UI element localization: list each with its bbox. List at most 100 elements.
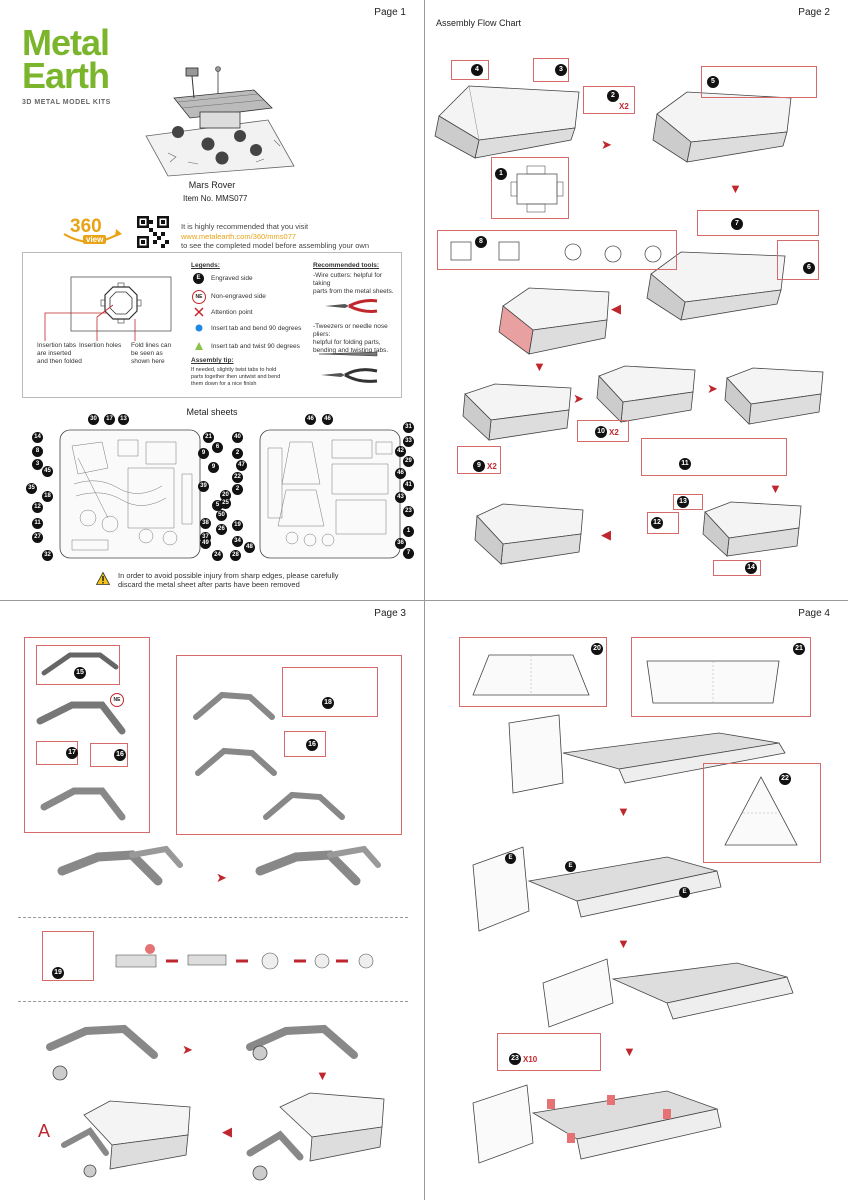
blue-dot-icon xyxy=(195,324,203,332)
step-2-multiplier: X2 xyxy=(619,102,629,111)
flow-arrow-down: ▼ xyxy=(617,804,630,819)
arm-joined xyxy=(255,845,381,886)
page-number: Page 4 xyxy=(798,608,830,619)
part-number: 46 xyxy=(322,414,333,425)
view-360-number: 360 xyxy=(70,216,102,237)
tab-diagram xyxy=(70,276,172,332)
chassis-step-c xyxy=(542,958,794,1028)
step-10-box xyxy=(577,420,629,442)
qr-code[interactable] xyxy=(137,216,169,248)
green-triangle-icon xyxy=(195,342,203,350)
body-frame-step-b xyxy=(652,91,792,163)
page-1: Page 1 Metal Earth 3D METAL MODEL KITS M… xyxy=(0,0,424,600)
step-23-box xyxy=(497,1033,601,1071)
part-number: 46 xyxy=(395,468,406,479)
body-frame-step-g xyxy=(724,367,824,425)
flow-arrow-down: ▼ xyxy=(623,1044,636,1059)
part-number: 41 xyxy=(403,480,414,491)
part-number: 48 xyxy=(244,542,255,553)
step-23-multiplier: X10 xyxy=(523,1055,538,1064)
part-number: 50 xyxy=(216,510,227,521)
assembly-tip-line: parts together then untwist and bend xyxy=(191,374,281,380)
arm-assembly xyxy=(36,701,126,735)
step-11-box xyxy=(641,438,787,476)
page-3: Page 3 15 NE 17 16 18 16 ➤ 19 xyxy=(0,600,424,1200)
view-360-word: view xyxy=(83,235,107,244)
part-number: 35 xyxy=(26,483,37,494)
item-number-label: Item No. xyxy=(183,194,214,203)
arm-assembly xyxy=(263,791,345,820)
part-number: 13 xyxy=(118,414,129,425)
step-number: 19 xyxy=(52,967,64,979)
website-link[interactable]: www.metalearth.com/360/mms077 xyxy=(181,231,297,241)
step-1-box xyxy=(491,157,569,219)
step-number: 12 xyxy=(651,517,663,529)
brand-logo: Metal Earth xyxy=(22,25,110,94)
arm-joined xyxy=(57,845,183,886)
attention-point-icon xyxy=(194,307,204,317)
arm-assembly xyxy=(193,691,275,720)
step-number: 7 xyxy=(731,218,743,230)
tweezers-text: -Tweezers or needle nose pliers: helpful… xyxy=(313,323,401,355)
non-engraved-side-label: Non-engraved side xyxy=(211,293,266,300)
flow-arrow-right: ➤ xyxy=(573,391,584,406)
flow-arrow-right: ➤ xyxy=(216,870,227,885)
metal-sheet-2 xyxy=(259,429,401,559)
flow-arrow-down: ▼ xyxy=(769,481,782,496)
warning-icon xyxy=(95,571,111,585)
step-number: 2 xyxy=(607,90,619,102)
step-22-box xyxy=(703,763,821,863)
step-number: 13 xyxy=(677,496,689,508)
step-5-box xyxy=(701,66,817,98)
tools-title: Recommended tools: xyxy=(313,262,380,269)
part-number: 22 xyxy=(232,472,243,483)
flow-arrow-down: ▼ xyxy=(533,359,546,374)
part-number: 43 xyxy=(395,492,406,503)
part-number: 29 xyxy=(403,456,414,467)
step-4-box xyxy=(451,60,489,80)
panel-20 xyxy=(472,654,590,696)
part-number: 34 xyxy=(232,536,243,547)
step-number: 14 xyxy=(745,562,757,574)
attention-point-label: Attention point xyxy=(211,309,253,316)
part-number: 40 xyxy=(232,432,243,443)
part-number: 26 xyxy=(216,524,227,535)
part-number: 18 xyxy=(42,491,53,502)
step-number: 5 xyxy=(707,76,719,88)
part-number: 2 xyxy=(232,448,243,459)
part-number: 46 xyxy=(305,414,316,425)
body-frame-step-a xyxy=(434,85,580,159)
part-number: 36 xyxy=(395,538,406,549)
part-number: 39 xyxy=(198,481,209,492)
step-10-multiplier: X2 xyxy=(609,428,619,437)
engraved-icon: E xyxy=(193,273,204,284)
part-number: 32 xyxy=(42,550,53,561)
flow-arrow-right: ➤ xyxy=(707,381,718,396)
flow-arrow-left: ◀ xyxy=(611,301,621,316)
part-number: 9 xyxy=(208,462,219,473)
step-number: 4 xyxy=(471,64,483,76)
step-18-panel xyxy=(176,655,402,835)
insert-twist-label: Insert tab and twist 90 degrees xyxy=(211,343,300,350)
part-number: 25 xyxy=(220,498,231,509)
step-number: 1 xyxy=(495,168,507,180)
step-8-sequence xyxy=(450,241,662,263)
sub-assembly-label: A xyxy=(38,1121,51,1141)
step-number: 9 xyxy=(473,460,485,472)
part-number: 27 xyxy=(32,532,43,543)
part-number: 6 xyxy=(212,442,223,453)
non-engraved-icon: NE xyxy=(110,693,124,707)
part-number: 38 xyxy=(200,518,211,529)
step-18-box xyxy=(282,667,378,717)
engraved-icon: E xyxy=(565,861,576,872)
step-8-box xyxy=(437,230,677,270)
view-360-badge: 360 view xyxy=(58,214,124,246)
step-16-box xyxy=(284,731,326,757)
legends-title: Legends: xyxy=(191,262,220,269)
pliers-icon xyxy=(321,368,378,383)
step-number: 18 xyxy=(322,697,334,709)
step-1-part xyxy=(510,165,564,213)
flow-arrow-down: ▼ xyxy=(316,1068,329,1083)
flow-arrow-down: ▼ xyxy=(617,936,630,951)
wire-cutters-icon xyxy=(325,299,378,313)
